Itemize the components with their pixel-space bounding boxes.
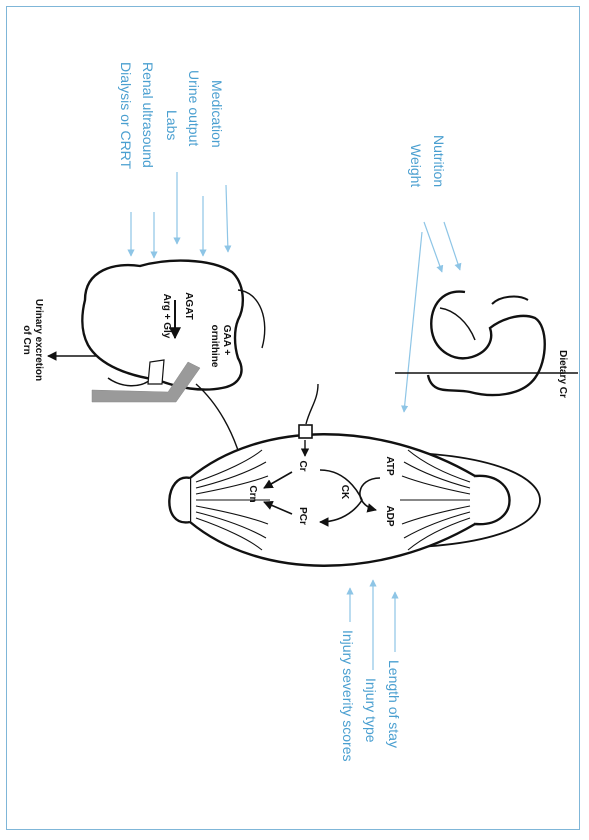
agat-label: AGAT [183,292,194,320]
urinary-excretion-label-line2: of Crn [21,325,32,354]
creatine-supply-line [306,384,318,424]
kidney-factor-arrows [131,172,228,258]
kidney-factor-dialysis-crrt: Dialysis or CRRT [118,62,134,170]
gaa-label: GAA + [221,325,232,356]
ornithine-label: ornithine [209,325,220,368]
transporter-icon [299,425,312,438]
diet-factor-weight: Weight [408,144,424,187]
kidney-factor-labels: Medication Urine output Labs Renal ultra… [118,62,225,170]
diet-factor-labels: Nutrition Weight [408,135,447,187]
pcr-label: PCr [297,507,308,525]
muscle-factor-labels: Length of stay Injury type Injury severi… [340,630,402,761]
renal-vein-icon [148,360,164,384]
crn-label: Crn [247,485,258,502]
ck-label: CK [339,485,350,500]
intestine-icon [428,292,545,396]
dietary-cr-label: Dietary Cr [557,350,568,398]
kidney-factor-renal-ultrasound: Renal ultrasound [140,62,156,168]
muscle-icon [169,434,540,566]
muscle-factor-injury-type: Injury type [363,678,379,743]
substrates-label: Arg + Gly [161,294,172,339]
diet-factor-nutrition: Nutrition [431,135,447,187]
urinary-excretion-label-line1: Urinary excretion [33,299,44,381]
atp-label: ATP [384,456,395,476]
muscle-factor-length-of-stay: Length of stay [386,660,402,748]
adp-label: ADP [384,505,395,526]
cr-label: Cr [297,460,308,471]
kidney-factor-medication: Medication [209,80,225,148]
kidney-factor-urine-output: Urine output [186,70,202,146]
kidney-factor-labs: Labs [164,110,180,140]
muscle-factor-injury-severity-scores: Injury severity scores [340,630,356,761]
